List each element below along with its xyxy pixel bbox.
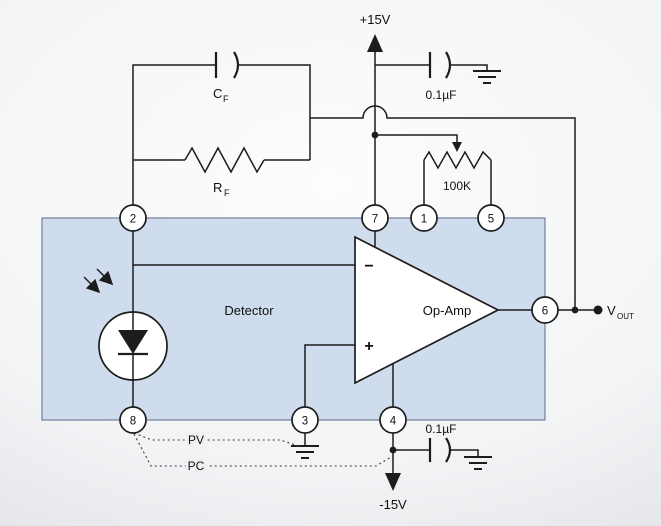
decoupling-top-plate-curved <box>445 51 452 79</box>
feedback-capacitor-label: C <box>213 86 222 101</box>
potentiometer-wiper-wire <box>375 134 458 142</box>
pin-6-number: 6 <box>542 306 548 318</box>
pin-2-circle <box>119 204 147 232</box>
feedback-right-branch <box>239 64 311 160</box>
pin-7-number: 7 <box>372 214 378 226</box>
pin-4: 4 <box>379 406 407 434</box>
pin-5: 5 <box>477 204 505 232</box>
pin-1-circle <box>410 204 438 232</box>
decoupling-top-value: 0.1µF <box>426 88 457 102</box>
internal-wiring <box>132 231 394 407</box>
pv-mode-label: PV <box>188 433 204 447</box>
decoupling-bottom-value: 0.1µF <box>426 422 457 436</box>
incident-light-arrows <box>83 268 114 294</box>
pin-7: 7 <box>361 204 389 232</box>
ground-symbol-top <box>473 70 501 84</box>
light-arrow-icon <box>83 276 101 294</box>
pin-4-number: 4 <box>390 416 397 428</box>
feedback-capacitor-label-sub: F <box>223 94 229 104</box>
feedback-to-output-wire <box>310 105 576 310</box>
feedback-resistor-label-sub: F <box>224 188 230 198</box>
negative-supply-label: -15V <box>379 497 407 512</box>
decoupling-top-wire-right <box>450 64 488 71</box>
pin-2: 2 <box>119 204 147 232</box>
positive-supply-arrow <box>367 34 383 52</box>
negative-supply: -15V <box>379 433 407 512</box>
output-label: V <box>607 303 616 318</box>
pin-5-circle <box>477 204 505 232</box>
output-net: V OUT <box>498 303 634 321</box>
wire-noninverting-input <box>304 344 355 407</box>
decoupling-capacitor-top: 0.1µF <box>375 51 501 102</box>
pin-3: 3 <box>291 406 319 434</box>
potentiometer-value: 100K <box>443 179 471 193</box>
potentiometer-zigzag <box>423 150 492 170</box>
pin-6-circle <box>531 296 559 324</box>
ground-symbol-bottom <box>464 456 492 470</box>
inverting-input-sign: − <box>364 258 373 275</box>
output-terminal-dot <box>593 305 603 315</box>
pin-6: 6 <box>531 296 559 324</box>
pin-5-number: 5 <box>488 214 494 226</box>
positive-supply: +15V <box>360 12 391 205</box>
negative-supply-arrow <box>385 473 401 491</box>
positive-supply-label: +15V <box>360 12 391 27</box>
feedback-left-branch <box>132 64 216 205</box>
pin-8-circle <box>119 406 147 434</box>
pin-4-circle <box>379 406 407 434</box>
photodiode <box>83 268 168 381</box>
pin-7-circle <box>361 204 389 232</box>
mode-links: PV PC <box>133 430 392 476</box>
pv-mode-link <box>133 432 300 447</box>
pin-8: 8 <box>119 406 147 434</box>
photodiode-anode-triangle <box>118 330 148 354</box>
pin-8-number: 8 <box>130 416 136 428</box>
feedback-resistor-label: R <box>213 180 222 195</box>
feedback-capacitor-plate-curved <box>233 51 240 79</box>
detector-label: Detector <box>224 303 274 318</box>
decoupling-bottom-plate-curved <box>445 437 452 463</box>
potentiometer-wiper-arrow <box>452 142 462 152</box>
ground-pin3 <box>291 433 319 459</box>
output-label-sub: OUT <box>617 312 634 321</box>
op-amp: − + Op-Amp <box>354 235 500 385</box>
light-arrow-icon <box>96 268 114 286</box>
junction-dot-feedback <box>571 306 579 314</box>
pc-mode-label: PC <box>188 459 205 473</box>
ground-symbol-pin3 <box>291 445 319 459</box>
op-amp-triangle <box>354 235 500 385</box>
feedback-network: C F R F <box>132 51 576 310</box>
pin-3-number: 3 <box>302 416 308 428</box>
offset-potentiometer: 100K <box>375 134 492 205</box>
decoupling-bottom-wire-right <box>450 449 479 457</box>
pin-3-circle <box>291 406 319 434</box>
feedback-resistor-zigzag <box>184 146 265 174</box>
pc-mode-link <box>133 433 392 467</box>
pin-1: 1 <box>410 204 438 232</box>
pin-1-number: 1 <box>421 214 427 226</box>
noninverting-input-sign: + <box>364 338 373 355</box>
op-amp-label: Op-Amp <box>423 303 471 318</box>
decoupling-capacitor-bottom: 0.1µF <box>393 422 492 470</box>
pin-2-number: 2 <box>130 214 136 226</box>
